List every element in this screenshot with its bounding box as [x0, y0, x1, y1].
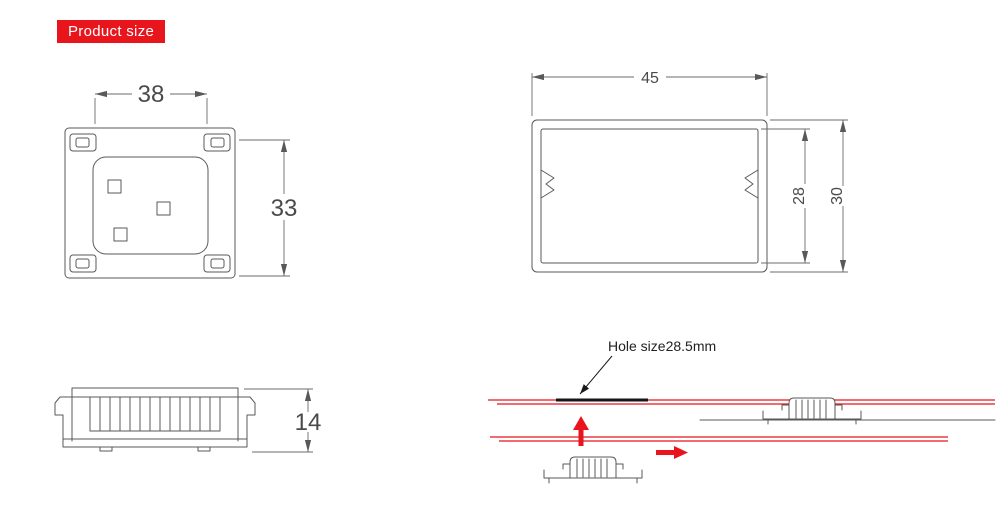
dim-text-28: 28 — [791, 187, 808, 205]
side-view-drawing: 14 — [54, 387, 322, 453]
housing-inner-outline — [540, 128, 759, 264]
base-plate — [62, 438, 248, 448]
hole-leader-arrow — [579, 355, 613, 395]
left-clip — [54, 396, 73, 442]
right-clip — [237, 396, 256, 442]
dimension-inner-height-28: 28 — [761, 128, 810, 264]
insert-direction-arrow — [573, 416, 589, 446]
dim-text-14: 14 — [295, 409, 322, 436]
hole-size-label: Hole size28.5mm — [608, 338, 716, 354]
dim-text-33: 33 — [271, 195, 298, 222]
body-sides — [71, 396, 239, 442]
rib-lines — [99, 396, 211, 432]
dimension-height-14: 14 — [244, 388, 322, 453]
dim-text-38: 38 — [138, 81, 165, 108]
module-body-outline — [64, 127, 236, 279]
dimension-width-38: 38 — [94, 78, 208, 124]
inserting-module-profile — [543, 456, 643, 484]
led-windows — [107, 179, 171, 242]
top-view-drawing: 38 33 — [64, 78, 302, 279]
rib-block — [89, 396, 221, 432]
bottom-tabs — [99, 446, 211, 452]
corner-mounting-clips — [69, 133, 231, 273]
left-wall-notch — [540, 169, 555, 199]
dimension-width-45: 45 — [531, 64, 768, 116]
dimension-outer-height-30: 30 — [770, 119, 848, 273]
installation-diagram: Hole size28.5mm — [488, 338, 996, 484]
slide-direction-arrow — [656, 446, 688, 459]
installed-module-profile — [762, 397, 862, 425]
module-face-outline — [92, 156, 209, 255]
right-wall-notch — [744, 169, 759, 199]
profile-view-drawing: 45 28 30 — [531, 64, 848, 273]
housing-outer-outline — [531, 119, 768, 273]
dimension-height-33: 33 — [239, 139, 302, 277]
section-title-badge: Product size — [57, 20, 166, 43]
top-plate — [71, 387, 239, 398]
dim-text-45: 45 — [641, 70, 659, 87]
section-title: Product size — [68, 23, 155, 40]
dim-text-30: 30 — [829, 187, 846, 205]
